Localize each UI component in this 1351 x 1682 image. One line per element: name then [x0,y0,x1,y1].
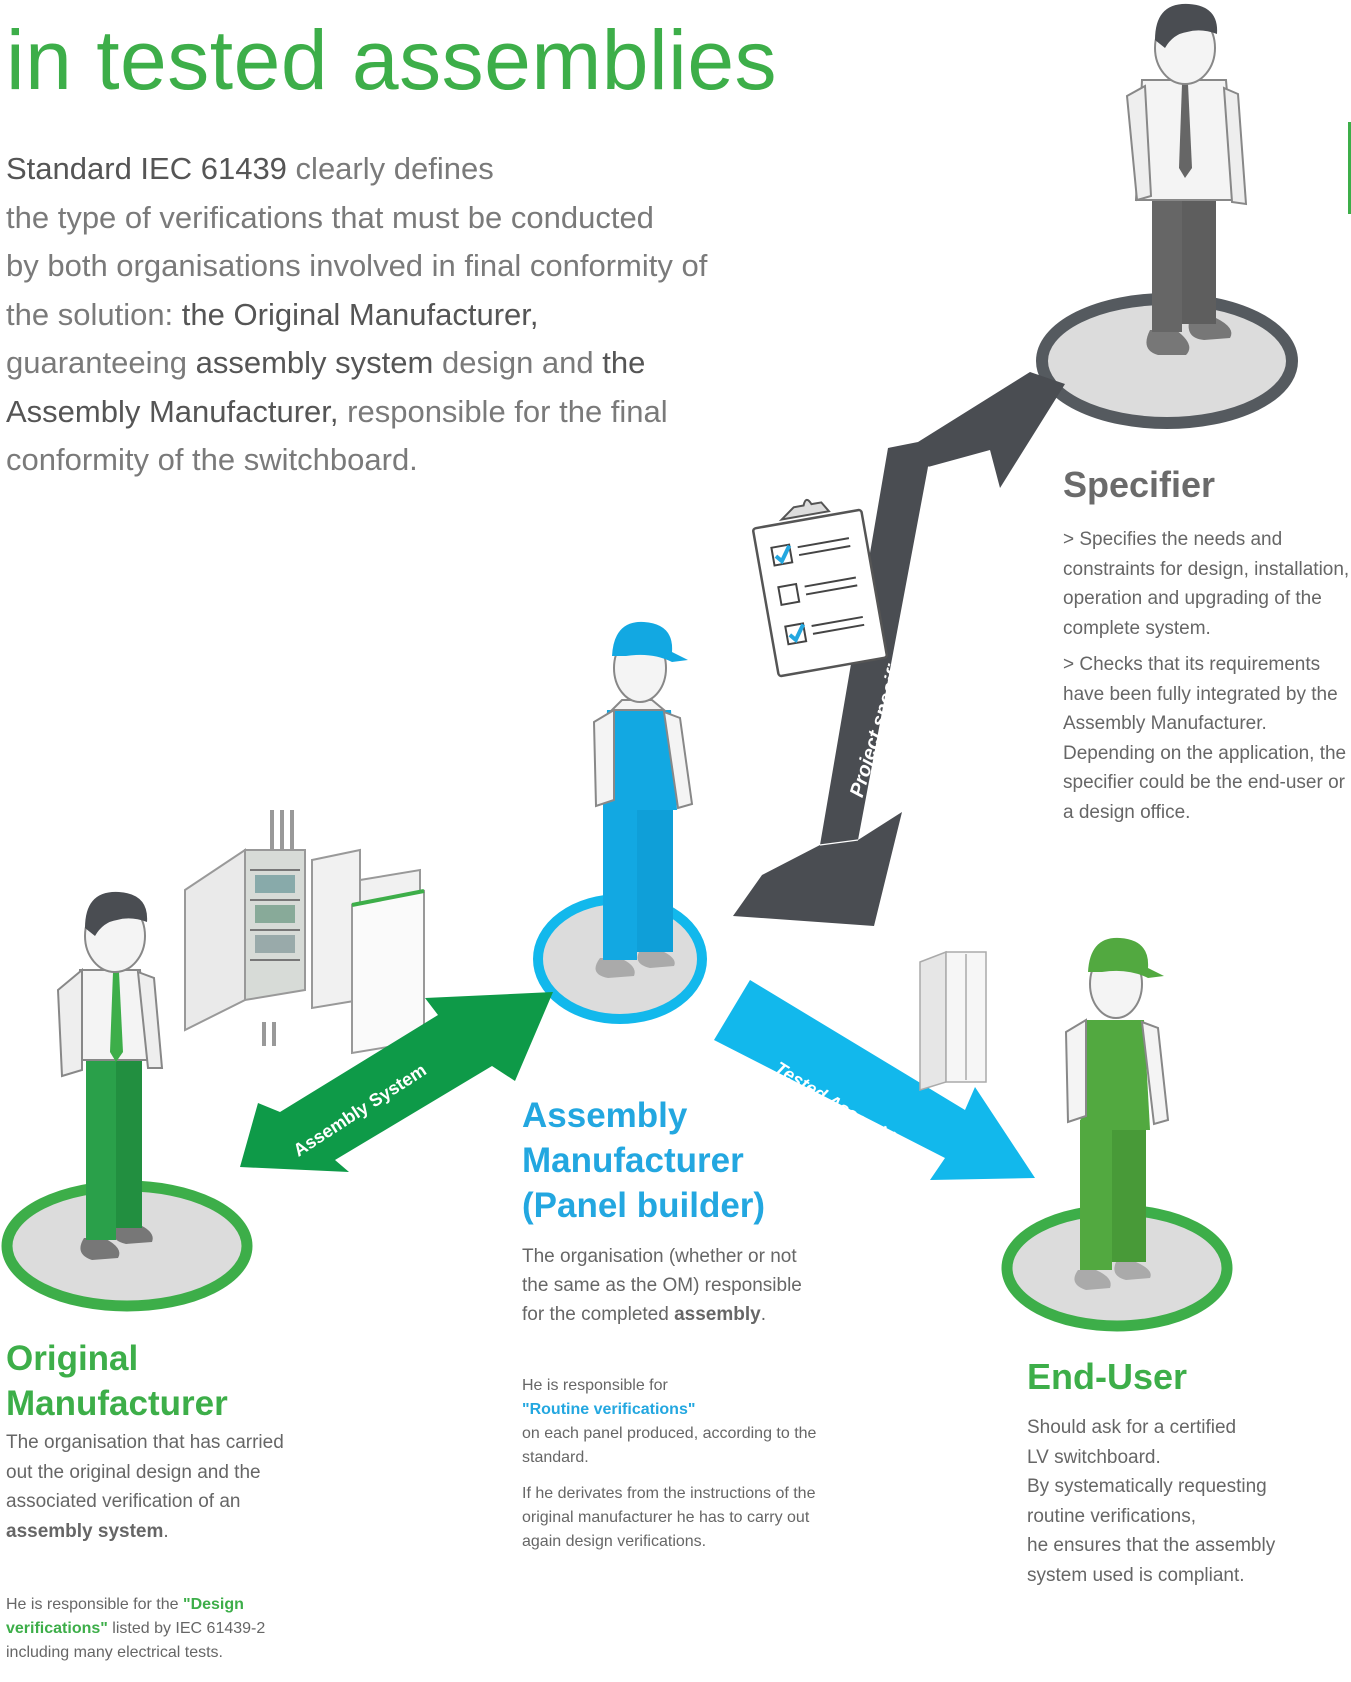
intro-text: clearly defines [286,151,494,186]
desc-line: LV switchboard. [1027,1446,1161,1468]
intro-text: the Original Manufacturer, [181,296,539,332]
resp-text: He is responsible for [522,1377,668,1394]
title-line: Manufacturer [6,1384,228,1423]
resp-text: listed by IEC 61439-2 including many ele… [6,1620,266,1661]
title-line: Original [6,1339,139,1378]
resp-text: He is responsible for the [6,1596,183,1613]
specifier-title: Specifier [1063,464,1216,505]
title-line: Manufacturer [522,1141,744,1180]
intro-text: by both organisations involved in final … [6,248,708,283]
assembly-manufacturer-responsibility: He is responsible for "Routine verificat… [522,1374,822,1470]
intro-paragraph: Standard IEC 61439 clearly defines the t… [6,145,806,485]
original-manufacturer-description: The organisation that has carried out th… [6,1428,296,1546]
intro-text: assembly system [195,345,434,380]
intro-text: responsible for the final [338,393,668,429]
desc-line: he ensures that the assembly [1027,1535,1276,1556]
panel-builder-figure-icon [592,621,694,978]
end-user-description: Should ask for a certified LV switchboar… [1027,1413,1327,1590]
switchboard-exploded-icon [184,810,425,1055]
intro-text: Standard IEC 61439 [6,151,287,186]
end-user-title: End-User [1027,1356,1188,1397]
desc-line: By systematically requesting [1027,1476,1267,1497]
intro-text: the [602,345,646,380]
desc-bold: assembly [674,1304,761,1325]
specifier-figure-icon [1125,3,1248,355]
page-title: in tested assemblies [6,13,778,107]
design-verifications-highlight: "Design verifications" [6,1596,244,1637]
intro-text: the solution: [6,296,182,332]
desc-text: The organisation that has carried out th… [6,1432,284,1512]
assembly-manufacturer-title: Assembly Manufacturer (Panel builder) [522,1093,765,1228]
assembly-manufacturer-note: If he derivates from the instructions of… [522,1485,816,1550]
specifier-point: > Checks that its requirements have been… [1063,654,1347,823]
title-line: (Panel builder) [522,1186,766,1225]
specifier-point: > Specifies the needs and constraints fo… [1063,529,1350,639]
cabinet-icon [919,950,987,1092]
original-manufacturer-responsibility: He is responsible for the "Design verifi… [6,1593,296,1665]
desc-bold: assembly system [6,1520,164,1542]
intro-text: Assembly Manufacturer, [6,393,339,429]
intro-text: conformity of the switchboard. [6,442,418,477]
title-line: Assembly [522,1096,688,1135]
desc-line: system used is compliant. [1027,1564,1245,1586]
clipboard-checklist-icon [752,498,888,678]
desc-text: . [163,1520,169,1542]
original-manufacturer-title: Original Manufacturer [6,1336,228,1426]
edge-accent [1348,122,1351,214]
assembly-manufacturer-description: The organisation (whether or not the sam… [522,1242,822,1329]
intro-text: the type of verifications that must be c… [6,199,654,235]
desc-line: routine verifications, [1027,1505,1196,1527]
specifier-description: > Specifies the needs and constraints fo… [1063,525,1351,827]
intro-text: design and [433,345,603,380]
desc-text: The organisation (whether or not the sam… [522,1246,802,1325]
tested-assembly-arrow [714,980,1035,1180]
assembly-system-arrow [240,992,553,1172]
desc-line: Should ask for a certified [1027,1417,1237,1438]
routine-verifications-highlight: "Routine verifications" [522,1401,696,1418]
resp-text: on each panel produced, according to the… [522,1425,817,1466]
intro-text: guaranteeing [6,345,196,380]
project-specification-arrow [733,372,1065,926]
desc-text: . [760,1304,766,1325]
end-user-figure-icon [1064,937,1170,1290]
original-manufacturer-figure-icon [56,891,164,1260]
